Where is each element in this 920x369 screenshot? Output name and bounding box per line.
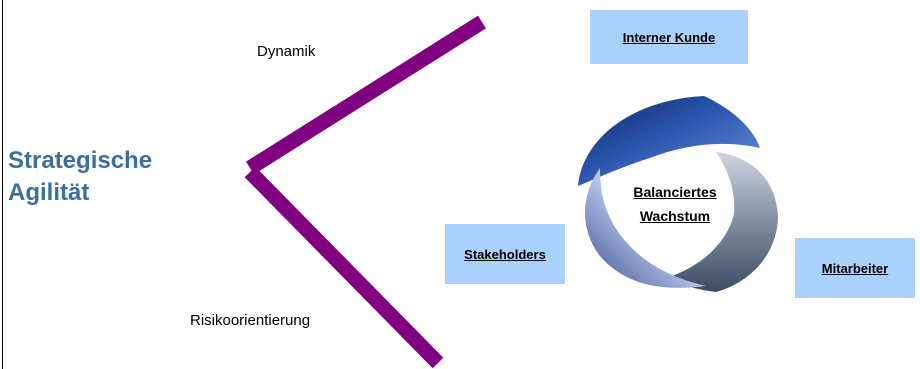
- upper-branch-label: Dynamik: [257, 43, 316, 60]
- cycle-center-line-1: Balanciertes: [633, 184, 717, 200]
- page-title: Strategische Agilität: [8, 145, 152, 209]
- cycle-arrow-left: [585, 168, 706, 288]
- cycle-arrow-top: [578, 96, 760, 186]
- title-line-1: Strategische: [8, 147, 153, 174]
- lower-branch: [244, 166, 444, 369]
- cycle-arrow-right: [666, 152, 778, 292]
- left-border-line: [2, 0, 3, 369]
- cycle-center-label: Balanciertes Wachstum: [600, 180, 750, 228]
- box-internal-customer-label: Interner Kunde: [622, 29, 716, 45]
- lower-branch-label: Risikoorientierung: [190, 312, 311, 329]
- cycle-center-line-2: Wachstum: [639, 208, 711, 224]
- box-internal-customer: Interner Kunde: [590, 10, 748, 64]
- box-employees: Mitarbeiter: [795, 238, 915, 298]
- box-employees-label: Mitarbeiter: [821, 260, 889, 276]
- box-stakeholders: Stakeholders: [445, 224, 565, 284]
- upper-branch: [246, 15, 486, 175]
- box-stakeholders-label: Stakeholders: [464, 246, 546, 262]
- title-line-2: Agilität: [8, 179, 90, 206]
